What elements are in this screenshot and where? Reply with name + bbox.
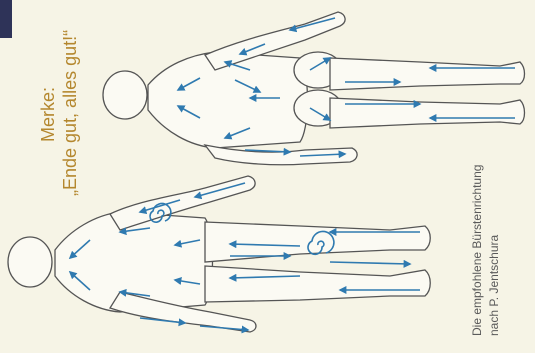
front-head (8, 237, 52, 287)
caption-line-1: Die empfohlene Bürstenrichtung (470, 165, 484, 336)
motto-heading: Merke: (38, 87, 59, 142)
front-figure (8, 176, 430, 332)
back-head (103, 71, 147, 119)
front-leg-lower (205, 266, 430, 302)
caption-line-2: nach P. Jentschura (487, 235, 501, 336)
motto-quote: „Ende gut, alles gut!“ (60, 30, 81, 196)
arrow-icon (330, 262, 410, 264)
back-leg-lower (330, 98, 525, 128)
back-leg-upper (330, 58, 525, 90)
back-figure (103, 12, 525, 165)
